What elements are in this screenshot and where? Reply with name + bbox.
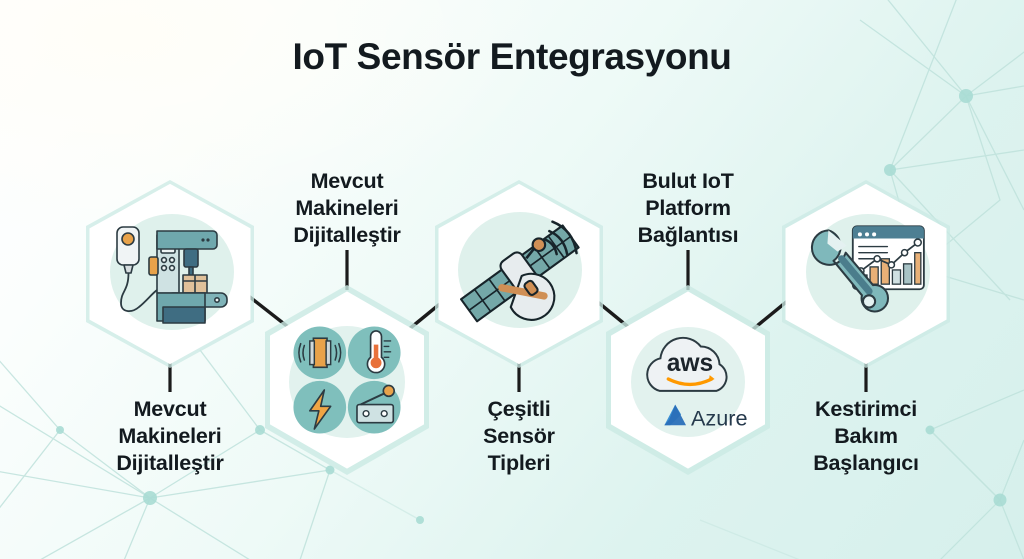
step-node-2[interactable]	[256, 282, 438, 478]
step-label-1-line-3: Dijitalleştir	[116, 451, 224, 476]
step-label-5: Kestirimci Bakım Başlangıcı	[761, 396, 971, 477]
aws-logo: aws	[667, 350, 714, 377]
aws-smile	[666, 377, 714, 387]
step-label-1-line-1: Mevcut	[133, 397, 207, 421]
step-label-5-line-1: Kestirimci	[815, 397, 917, 421]
lightning-bolt-icon	[293, 380, 347, 434]
step-label-4: Bulut IoT Platform Bağlantısı	[583, 168, 793, 249]
dashboard-window	[851, 225, 925, 291]
step-label-2: Mevcut Makineleri Dijitalleştir	[242, 168, 452, 249]
wrench-icon	[810, 229, 889, 313]
step-label-1-line-2: Makineleri	[118, 424, 222, 449]
step-node-5[interactable]	[768, 176, 964, 372]
cloud-shape	[646, 336, 728, 392]
industrial-machine-icon	[116, 226, 228, 324]
step-label-3-line-2: Sensör	[483, 424, 555, 449]
step-label-5-line-2: Bakım	[834, 424, 898, 449]
switch-sensor-icon	[347, 380, 401, 434]
step-label-4-line-1: Bulut IoT	[642, 169, 734, 193]
satellite-icon	[460, 220, 580, 323]
step-label-1: Mevcut Makineleri Dijitalleştir	[65, 396, 275, 477]
thermometer-icon	[347, 326, 401, 380]
azure-logo: Azure	[664, 404, 748, 430]
page-title: IoT Sensör Entegrasyonu	[292, 36, 732, 77]
sensor-types-icon	[293, 326, 401, 434]
step-node-4[interactable]: aws Azure	[597, 282, 779, 478]
step-label-3-line-3: Tipleri	[487, 451, 551, 476]
step-label-4-line-2: Platform	[645, 196, 731, 221]
step-label-3: Çeşitli Sensör Tipleri	[414, 396, 624, 477]
step-node-3[interactable]	[421, 176, 617, 372]
step-label-2-line-1: Mevcut	[310, 169, 384, 193]
vibration-sensor-icon	[293, 326, 347, 380]
step-label-2-line-2: Makineleri	[295, 196, 399, 221]
step-label-4-line-3: Bağlantısı	[637, 223, 739, 248]
step-label-3-line-1: Çeşitli	[487, 397, 551, 421]
step-label-5-line-3: Başlangıcı	[813, 451, 919, 476]
predictive-maintenance-icon	[810, 225, 925, 313]
step-label-2-line-3: Dijitalleştir	[293, 223, 401, 248]
step-node-1[interactable]	[72, 176, 268, 372]
cloud-platform-icon: aws Azure	[646, 336, 748, 430]
svg-text:Azure: Azure	[691, 405, 748, 430]
